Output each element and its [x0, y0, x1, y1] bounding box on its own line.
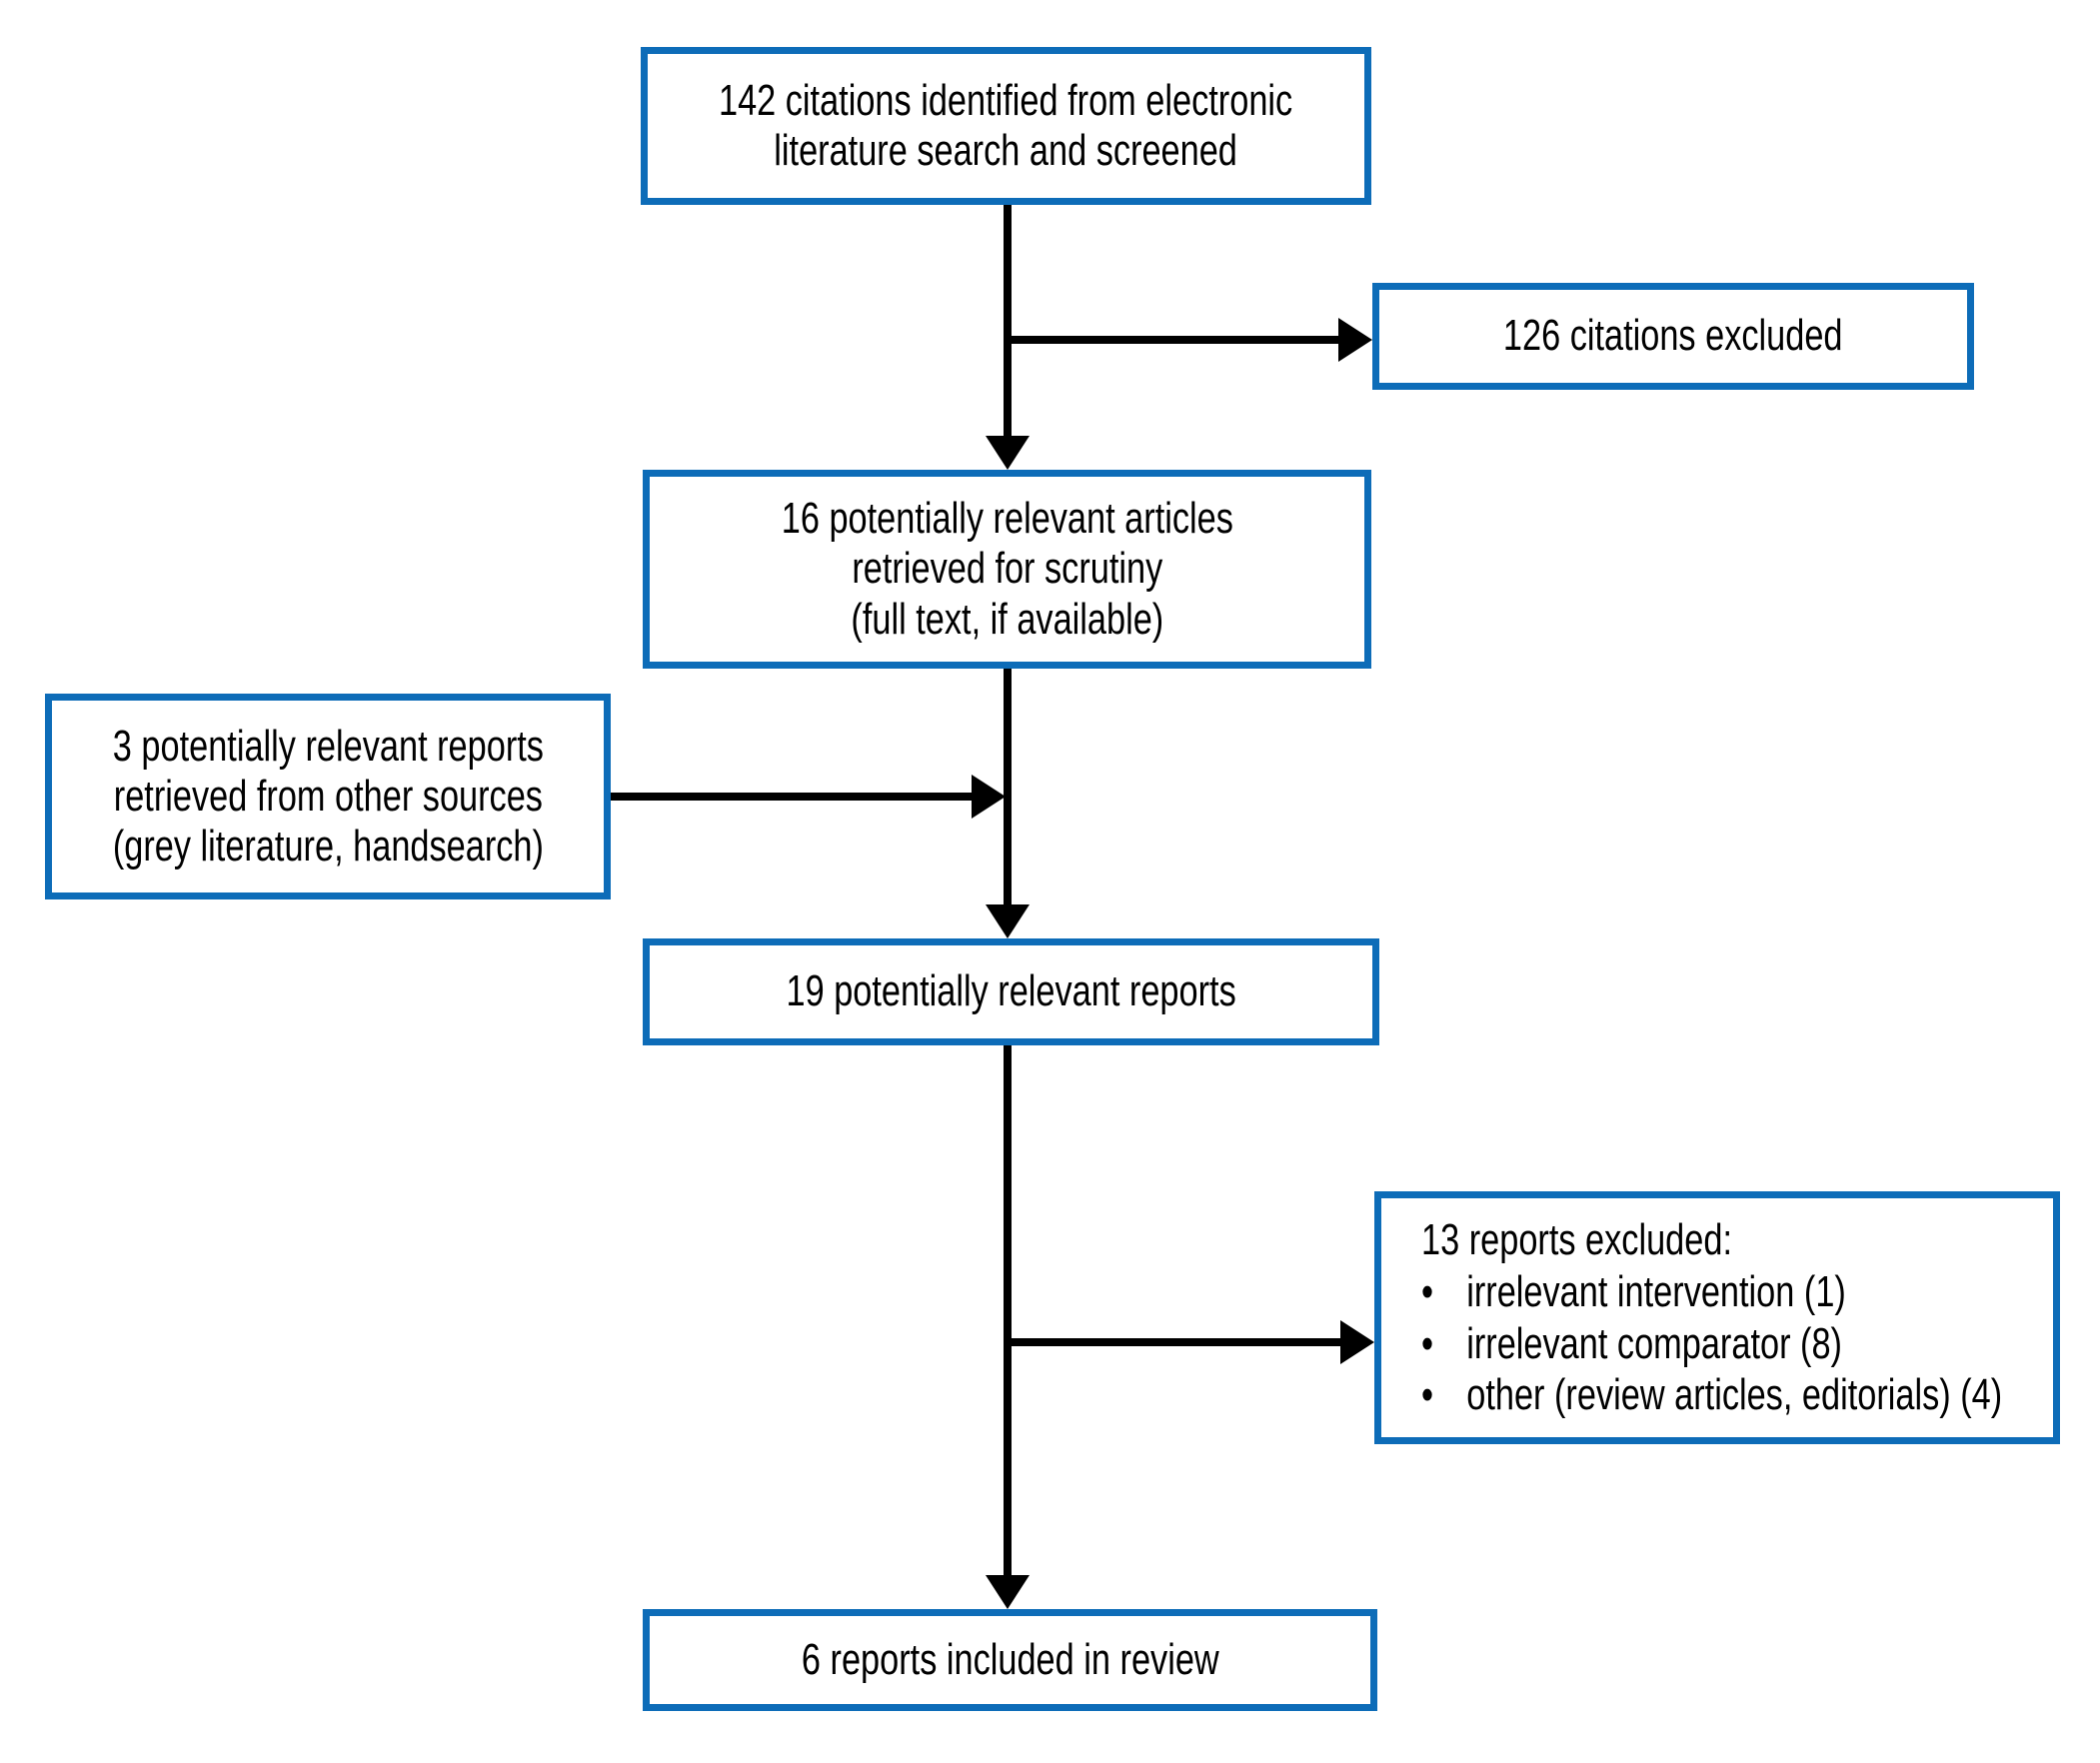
excluded-reason-item: • irrelevant comparator (8)	[1421, 1318, 1842, 1370]
bullet-icon: •	[1421, 1318, 1434, 1368]
flow-box-reports-included-text: 6 reports included in review	[801, 1634, 1219, 1684]
flow-box-reports-excluded-title: 13 reports excluded:	[1421, 1214, 1732, 1264]
excluded-reason-item: • other (review articles, editorials) (4…	[1421, 1369, 2002, 1421]
flow-box-citations-excluded-text: 126 citations excluded	[1503, 311, 1843, 361]
arrow-other-sources-to-relevant	[611, 775, 1006, 819]
bullet-icon: •	[1421, 1370, 1434, 1420]
excluded-reason-text: irrelevant comparator (8)	[1466, 1318, 1842, 1368]
flow-box-other-sources: 3 potentially relevant reports retrieved…	[45, 694, 611, 899]
flow-box-reports-included: 6 reports included in review	[643, 1609, 1377, 1711]
flow-box-citations-identified: 142 citations identified from electronic…	[641, 47, 1371, 205]
flow-box-articles-retrieved-text: 16 potentially relevant articles retriev…	[781, 494, 1233, 644]
bullet-icon: •	[1421, 1266, 1434, 1316]
excluded-reason-text: irrelevant intervention (1)	[1466, 1266, 1846, 1316]
arrow-retrieved-to-relevant	[986, 669, 1030, 938]
flow-box-articles-retrieved: 16 potentially relevant articles retriev…	[643, 470, 1371, 669]
arrow-branch-to-reports-excluded	[1008, 1320, 1374, 1364]
excluded-reason-text: other (review articles, editorials) (4)	[1466, 1370, 2003, 1420]
excluded-reason-item: • irrelevant intervention (1)	[1421, 1266, 1846, 1318]
flow-box-citations-excluded: 126 citations excluded	[1372, 283, 1974, 390]
flow-box-citations-identified-text: 142 citations identified from electronic…	[719, 75, 1293, 175]
flow-box-reports-excluded: 13 reports excluded: • irrelevant interv…	[1374, 1191, 2060, 1444]
arrow-identified-to-retrieved	[986, 205, 1030, 470]
flow-box-potentially-relevant: 19 potentially relevant reports	[643, 938, 1379, 1045]
arrow-branch-to-citations-excluded	[1008, 318, 1372, 362]
flow-box-potentially-relevant-text: 19 potentially relevant reports	[786, 966, 1236, 1016]
arrow-relevant-to-included	[986, 1045, 1030, 1609]
flow-box-other-sources-text: 3 potentially relevant reports retrieved…	[112, 721, 544, 872]
